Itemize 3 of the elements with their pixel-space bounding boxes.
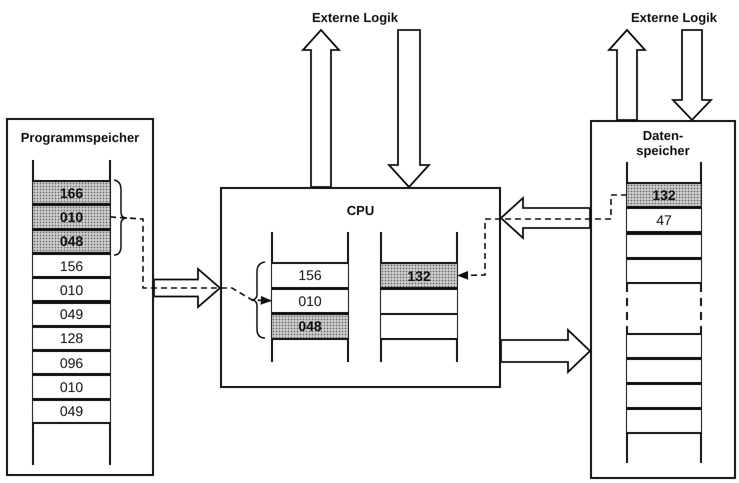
block-title: Daten- speicher [635,128,691,158]
block-title: Programmspeicher [20,130,140,145]
block-title: CPU [346,203,376,218]
